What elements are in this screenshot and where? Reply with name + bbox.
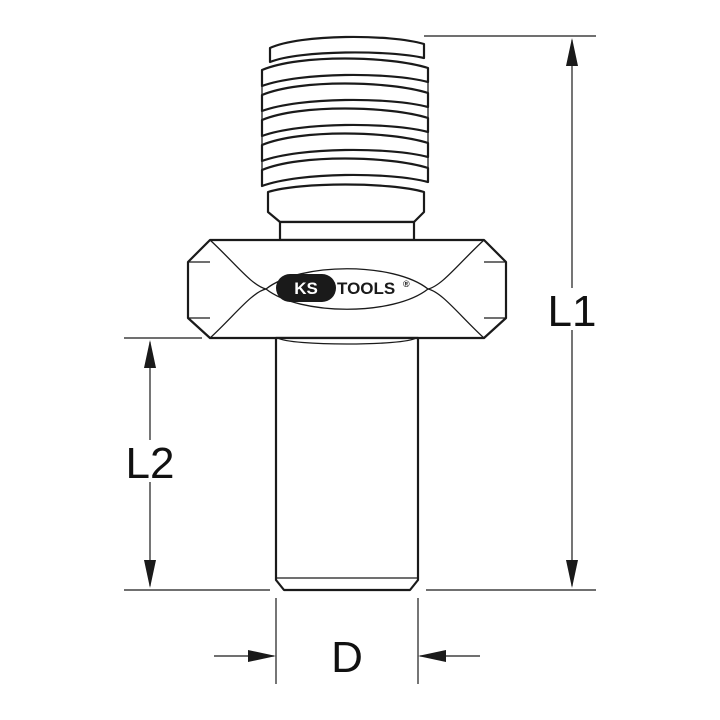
shank bbox=[274, 336, 420, 592]
dimension-d: D bbox=[214, 598, 480, 684]
dimension-l1: L1 bbox=[424, 35, 604, 591]
dimension-label-l1: L1 bbox=[548, 287, 597, 336]
logo-brand-left: KS bbox=[294, 279, 318, 298]
dimension-l2: L2 bbox=[118, 337, 270, 591]
dimension-label-l2: L2 bbox=[126, 439, 175, 488]
ks-tools-logo: KS TOOLS ® bbox=[276, 274, 410, 302]
logo-badge bbox=[276, 274, 336, 302]
dimension-label-d: D bbox=[331, 633, 363, 682]
threaded-section bbox=[260, 35, 430, 242]
thread-crest bbox=[268, 35, 426, 64]
neck bbox=[278, 220, 416, 242]
thread-relief bbox=[266, 183, 426, 224]
logo-brand-right: TOOLS bbox=[337, 279, 395, 298]
hex-body bbox=[186, 238, 508, 340]
logo-registered-mark: ® bbox=[403, 279, 410, 289]
shank-outline bbox=[274, 336, 420, 592]
